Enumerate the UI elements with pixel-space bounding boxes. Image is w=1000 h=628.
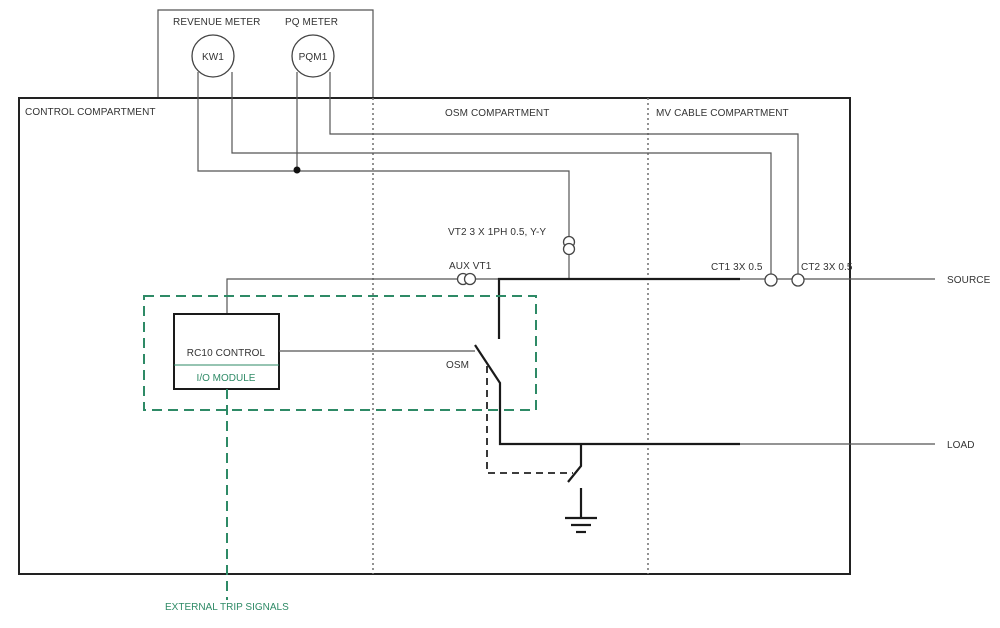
pqm1-label: PQM1 bbox=[299, 52, 328, 63]
wire-kw1-b bbox=[231, 72, 772, 274]
aux-vt1-label: AUX VT1 bbox=[449, 261, 492, 272]
osm-compartment-label: OSM COMPARTMENT bbox=[445, 108, 549, 119]
switchgear-frame bbox=[18, 97, 851, 575]
pq-meter-label: PQ METER bbox=[285, 17, 338, 28]
vt2-transformer-icon bbox=[562, 235, 576, 256]
meter-pqm1[interactable]: PQM1 bbox=[291, 34, 335, 78]
ct2-label: CT2 3X 0.5 bbox=[801, 262, 853, 273]
ct1-icon bbox=[764, 273, 778, 287]
meter-panel-box bbox=[157, 9, 374, 98]
revenue-meter-label: REVENUE METER bbox=[173, 17, 260, 28]
osm-label: OSM bbox=[446, 360, 469, 371]
junction-dot bbox=[293, 166, 301, 174]
ct1-label: CT1 3X 0.5 bbox=[711, 262, 763, 273]
wire-pqm1-b bbox=[329, 72, 799, 274]
wire-kw1-a bbox=[197, 72, 570, 236]
osm-switch-blade[interactable] bbox=[474, 344, 740, 446]
earth-switch[interactable] bbox=[567, 444, 583, 483]
mv-cable-compartment-label: MV CABLE COMPARTMENT bbox=[656, 108, 789, 119]
source-bus bbox=[497, 277, 740, 339]
kw1-label: KW1 bbox=[202, 52, 224, 63]
ct2-icon bbox=[791, 273, 805, 287]
load-terminal-label[interactable]: LOAD bbox=[947, 440, 975, 451]
control-compartment-label: CONTROL COMPARTMENT bbox=[25, 107, 156, 118]
wire-auxvt1-rc10 bbox=[226, 278, 459, 314]
external-trip-signals-label: EXTERNAL TRIP SIGNALS bbox=[165, 602, 289, 613]
source-terminal-label[interactable]: SOURCE bbox=[947, 275, 991, 286]
vt2-label: VT2 3 X 1PH 0.5, Y-Y bbox=[448, 227, 546, 238]
aux-vt1-transformer-icon bbox=[456, 272, 477, 286]
rc10-control-box[interactable]: RC10 CONTROL I/O MODULE bbox=[173, 313, 280, 390]
meter-kw1[interactable]: KW1 bbox=[191, 34, 235, 78]
io-module-group-boundary bbox=[143, 295, 537, 411]
rc10-label: RC10 CONTROL bbox=[187, 348, 266, 359]
ground-icon bbox=[565, 488, 597, 534]
io-module-label: I/O MODULE bbox=[197, 373, 256, 384]
